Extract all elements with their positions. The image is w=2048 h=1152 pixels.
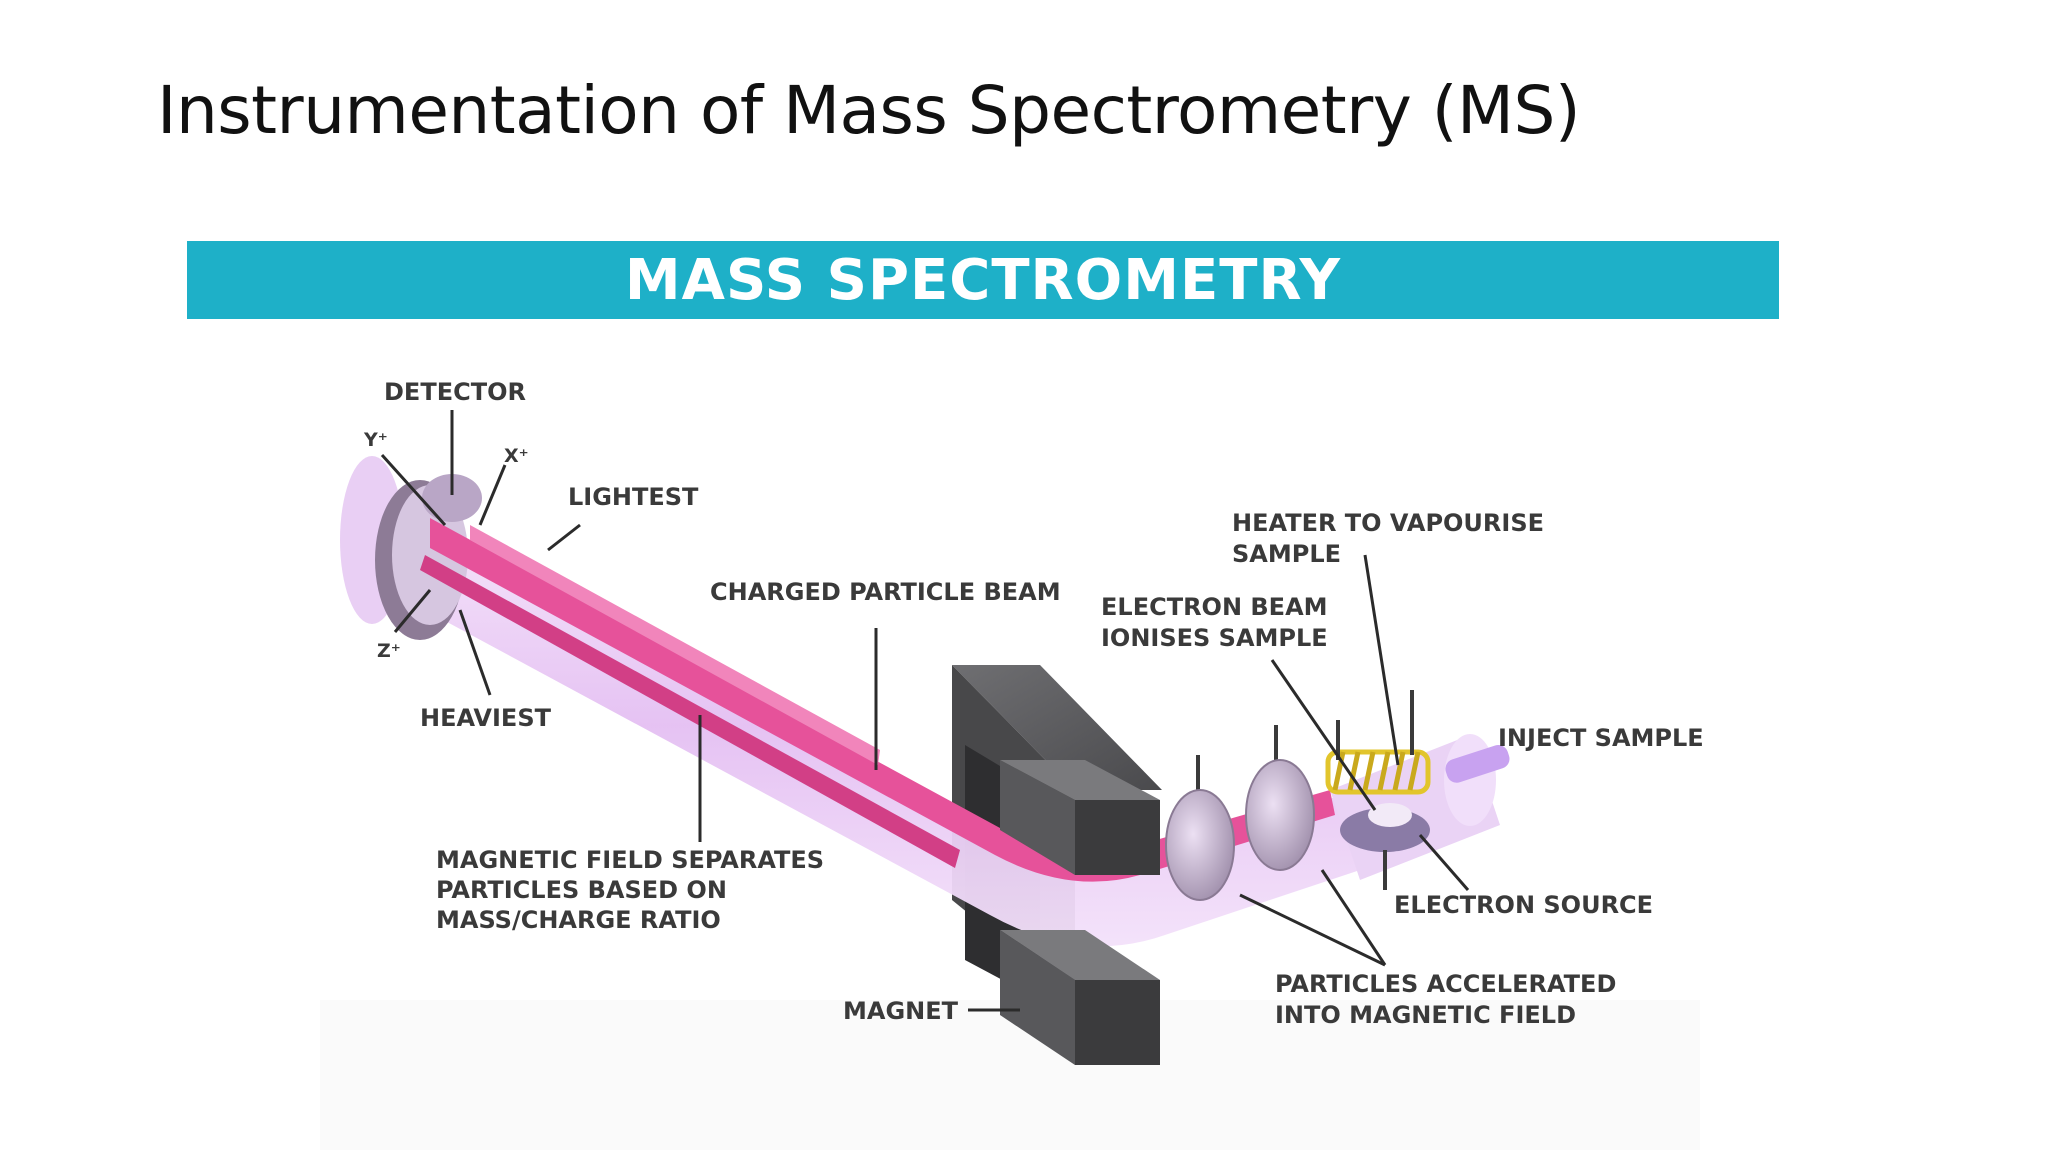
sample-injector [1445,744,1510,783]
label-inject-sample: INJECT SAMPLE [1498,724,1704,752]
label-particles-accelerated-2: INTO MAGNETIC FIELD [1275,1001,1576,1029]
electron-source [1340,803,1430,890]
label-particles-accelerated-1: PARTICLES ACCELERATED [1275,970,1616,998]
label-magnet: MAGNET [843,997,959,1025]
banner-title: MASS SPECTROMETRY [624,247,1342,313]
accelerator-plates [1165,725,1315,901]
label-heater-1: HEATER TO VAPOURISE [1232,509,1544,537]
ion-beams [420,518,1335,882]
label-detector: DETECTOR [384,378,526,406]
label-magnetic-field-2: PARTICLES BASED ON [436,876,727,904]
label-heaviest: HEAVIEST [420,704,552,732]
label-z-plus: Z⁺ [377,640,401,662]
label-x-plus: X⁺ [504,445,529,467]
accelerator-plate-1 [1165,789,1235,901]
label-charged-particle-beam: CHARGED PARTICLE BEAM [710,578,1061,606]
label-electron-beam-2: IONISES SAMPLE [1101,624,1328,652]
leader-lines [380,410,1470,1012]
label-lightest: LIGHTEST [568,483,699,511]
accelerator-plate-2 [1245,759,1315,871]
heater-coil [1325,690,1431,795]
label-electron-beam-1: ELECTRON BEAM [1101,593,1328,621]
magnet-front [1000,760,1160,1065]
diagram-background [320,1000,1700,1150]
beam-x-lightest [470,525,880,765]
slide-title: Instrumentation of Mass Spectrometry (MS… [157,72,1581,149]
label-magnetic-field-3: MASS/CHARGE RATIO [436,906,721,934]
label-y-plus: Y⁺ [363,429,388,451]
beam-z-heaviest [420,555,960,868]
label-magnetic-field-1: MAGNETIC FIELD SEPARATES [436,846,824,874]
label-heater-2: SAMPLE [1232,540,1341,568]
diagram-banner: MASS SPECTROMETRY [187,241,1779,319]
label-electron-source: ELECTRON SOURCE [1394,891,1653,919]
